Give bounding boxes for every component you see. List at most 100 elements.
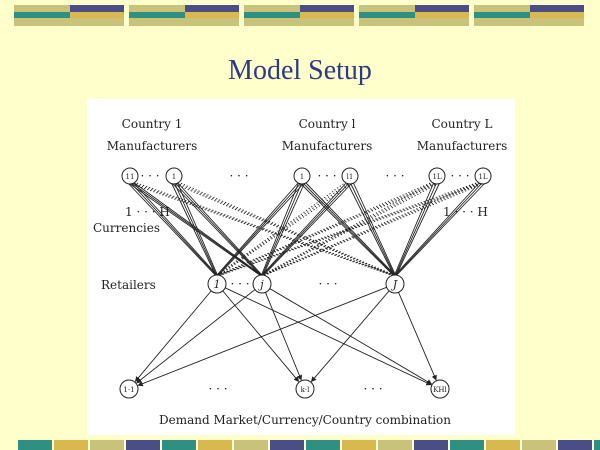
demand-node: k·l [295, 379, 315, 399]
retailer-demand-edge [224, 287, 432, 386]
demand-node: KHl [430, 379, 450, 399]
decor-stripe-segment [486, 440, 520, 450]
manufacturer-retailer-edge [176, 181, 264, 277]
manufacturer-retailer-edge [170, 181, 262, 277]
bottom-decor-band [0, 440, 600, 450]
retailer-node: j [252, 274, 272, 294]
demand-ellipsis: · · · [208, 382, 227, 396]
country-l-label: Country l [299, 117, 356, 131]
manufacturer-retailer-edge [132, 181, 264, 277]
svg-text:j: j [257, 278, 264, 291]
demand-node: 1·1 [119, 379, 139, 399]
manufacturer-retailer-dotted-edge [173, 181, 396, 277]
manufacturer-retailer-dotted-edge [260, 181, 480, 277]
manufacturer-retailer-dotted-edge [216, 181, 484, 277]
retailer-ellipsis: · · · [318, 277, 337, 291]
manufacturer-retailer-edge [395, 181, 487, 277]
svg-text:k·l: k·l [301, 386, 310, 394]
manufacturer-ellipsis: · · · [450, 169, 469, 183]
svg-text:1: 1 [300, 173, 304, 181]
manufacturer-retailer-edge [126, 181, 217, 277]
manufacturer-retailer-edge [393, 181, 435, 277]
manufacturer-node: 1L [428, 167, 446, 185]
decor-stripe-block [14, 5, 124, 26]
manufacturer-node: 1 [293, 167, 311, 185]
country-ellipsis: · · · [229, 169, 248, 183]
currencies-label: Currencies [93, 221, 160, 235]
manufacturer-retailer-edge [215, 181, 300, 277]
country-1-label: Country 1 [122, 117, 183, 131]
manufacturer-node: 1L [474, 167, 492, 185]
manufacturer-retailer-dotted-edge [169, 181, 394, 277]
diagram-edges [125, 181, 488, 387]
svg-text:1: 1 [214, 278, 221, 291]
manufacturer-retailer-edge [132, 181, 219, 277]
decor-stripe-segment [306, 440, 340, 450]
decor-stripe-segment [162, 440, 196, 450]
decor-stripe-segment [198, 440, 232, 450]
svg-text:l1: l1 [347, 173, 354, 181]
manufacturer-retailer-dotted-edge [262, 181, 442, 277]
manufacturer-retailer-dotted-edge [216, 181, 438, 277]
manufacturer-retailer-edge [176, 181, 219, 277]
svg-text:11: 11 [126, 173, 135, 181]
decor-stripe-segment [342, 440, 376, 450]
manufacturer-retailer-edge [173, 181, 218, 277]
svg-text:1L: 1L [432, 173, 441, 181]
decor-stripe-segment [594, 440, 600, 450]
decor-stripe-segment [558, 440, 592, 450]
decor-stripe-segment [18, 440, 52, 450]
manufacturer-retailer-dotted-edge [218, 181, 488, 277]
decor-stripe-segment [54, 440, 88, 450]
decor-stripe-segment [378, 440, 412, 450]
manufacturer-node: l1 [341, 167, 359, 185]
retailer-demand-edge [137, 286, 387, 387]
manufacturer-retailer-edge [129, 181, 218, 277]
manufacturer-retailer-edge [346, 181, 395, 277]
decor-stripe-segment [450, 440, 484, 450]
manufacturer-node: 11 [121, 167, 139, 185]
svg-text:1L: 1L [478, 173, 487, 181]
decor-stripe-segment [126, 440, 160, 450]
manufacturer-retailer-dotted-edge [215, 181, 347, 277]
manufacturer-retailer-edge [394, 181, 484, 277]
manufacturer-retailer-edge [261, 181, 351, 277]
manufacturer-retailer-edge [298, 181, 395, 277]
slide-title: Model Setup [228, 55, 372, 86]
manufacturer-retailer-edge [170, 181, 217, 277]
decor-stripe-segment [270, 440, 304, 450]
retailers-label: Retailers [101, 278, 156, 292]
svg-text:1·1: 1·1 [123, 386, 134, 394]
decor-stripe-segment [234, 440, 268, 450]
svg-text:KHl: KHl [433, 386, 447, 394]
manufacturer-retailer-edge [261, 181, 303, 277]
manufacturer-retailer-dotted-edge [260, 181, 434, 277]
decor-stripe-block [359, 5, 469, 26]
currency-range-right: 1 · · · H [443, 205, 488, 219]
manufacturer-retailer-edge [394, 181, 438, 277]
svg-text:1: 1 [172, 173, 176, 181]
network-diagram-panel: Country 1 Manufacturers Country l Manufa… [87, 99, 515, 435]
country-L-manufacturers-label: Manufacturers [417, 139, 508, 153]
manufacturer-retailer-dotted-edge [129, 181, 396, 277]
diagram-footer-label: Demand Market/Currency/Country combinati… [159, 413, 451, 427]
country-1-manufacturers-label: Manufacturers [107, 139, 198, 153]
manufacturer-node: 1 [165, 167, 183, 185]
top-decor-band [0, 0, 600, 30]
manufacturer-retailer-edge [262, 181, 354, 277]
retailer-demand-edge [134, 290, 212, 383]
retailer-demand-edge [136, 289, 256, 384]
manufacturer-retailer-edge [216, 181, 303, 277]
decor-stripe-block [129, 5, 239, 26]
country-ellipsis: · · · [385, 169, 404, 183]
manufacturer-retailer-edge [349, 181, 396, 277]
retailer-demand-edge [398, 292, 437, 381]
manufacturer-ellipsis: · · · [317, 169, 336, 183]
retailer-demand-edge [264, 292, 303, 381]
decor-stripe-block [244, 5, 354, 26]
manufacturer-retailer-edge [393, 181, 481, 277]
decor-stripe-segment [414, 440, 448, 450]
manufacturer-retailer-dotted-edge [263, 181, 488, 277]
decor-stripe-segment [90, 440, 124, 450]
manufacturer-retailer-edge [126, 181, 262, 277]
